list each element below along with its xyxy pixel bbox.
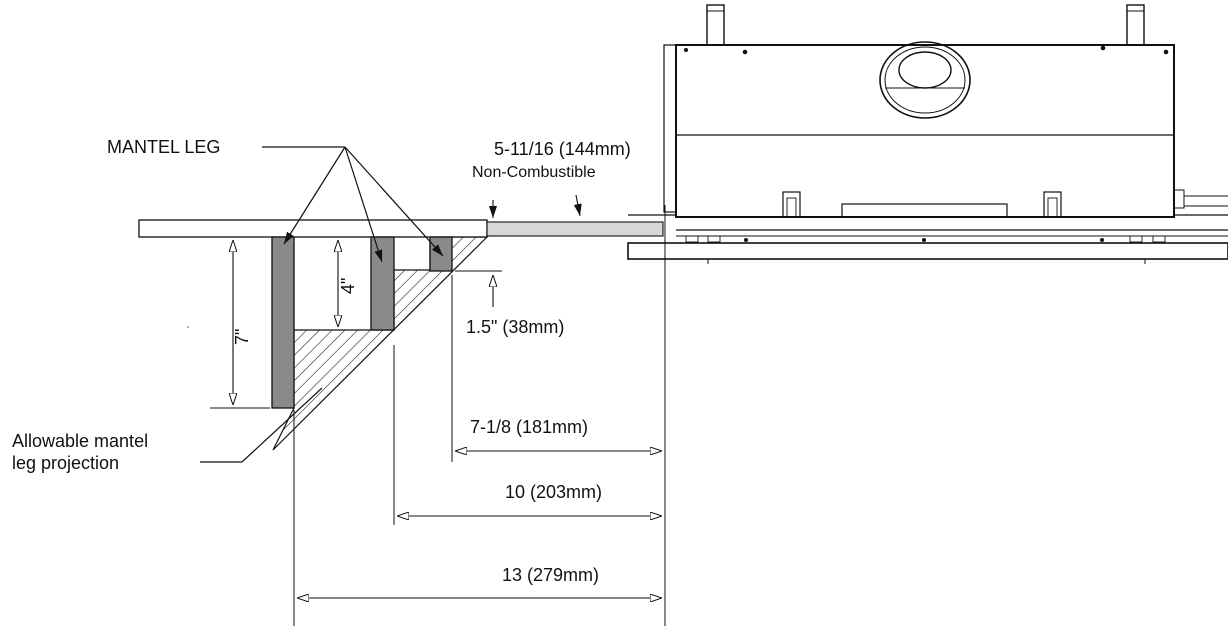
dimension-10-label: 10 (203mm) <box>505 482 602 502</box>
mantel-leg-label: MANTEL LEG <box>107 137 220 157</box>
non-combustible-arrows <box>489 194 582 218</box>
mantel-shelf <box>138 219 488 238</box>
dimension-7in <box>210 236 270 409</box>
projection-label-line2: leg projection <box>12 453 119 473</box>
dimension-1-5in <box>455 270 502 307</box>
non-combustible-note: Non-Combustible <box>472 164 596 181</box>
projection-leader <box>200 387 323 463</box>
non-combustible-dimension-label: 5-11/16 (144mm) <box>494 139 631 159</box>
dimension-7in-label: 7" <box>232 329 252 345</box>
mantel-leg-leaders <box>262 146 444 263</box>
fireplace-unit <box>627 4 1228 264</box>
dot-artifact <box>187 326 189 328</box>
mantel-leg-4in <box>370 236 395 331</box>
dimension-13-label: 13 (279mm) <box>502 565 599 585</box>
dimension-extension-lines <box>293 205 666 626</box>
dimension-1-5in-label: 1.5" (38mm) <box>466 317 564 337</box>
mantel-leg-7in <box>271 236 295 409</box>
projection-label-line1: Allowable mantel <box>12 431 148 451</box>
dimension-7-1-8-label: 7-1/8 (181mm) <box>470 417 588 437</box>
non-combustible-strip <box>486 221 664 237</box>
dimension-4in-label: 4" <box>338 278 358 294</box>
